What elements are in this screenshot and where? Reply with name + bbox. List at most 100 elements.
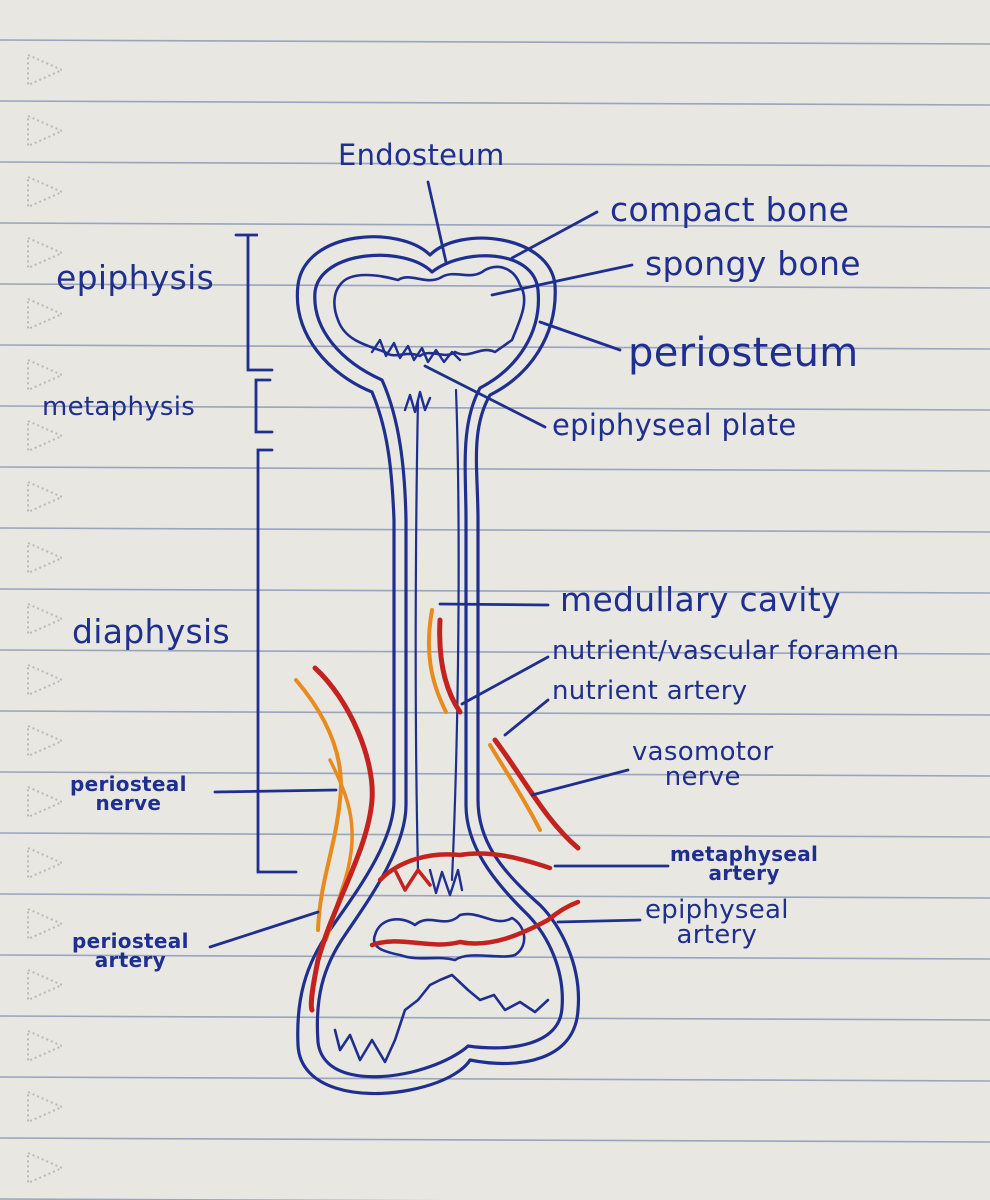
rule-line (0, 1137, 990, 1143)
epiphysis-bracket (234, 233, 274, 372)
rule-line (0, 771, 990, 777)
periosteum-label: periosteum (628, 330, 859, 376)
metaphyseal-artery-label-line2: artery (708, 861, 780, 885)
periosteal-nerve-leader (213, 788, 338, 794)
vasomotor-nerve-leader (530, 768, 630, 797)
epiphyseal-artery-label-line2: artery (676, 919, 758, 950)
periosteal-nerve-label-line1: periosteal (70, 772, 187, 796)
periosteal-nerve-label: periosteal nerve (70, 772, 187, 815)
metaphysis-bracket (254, 378, 274, 434)
medullary-cavity-label: medullary cavity (560, 580, 841, 619)
compact-bone-outline (313, 253, 564, 1079)
ruled-lines (0, 39, 990, 1200)
medullary-cavity-right (450, 388, 460, 882)
metaphyseal-artery-label-line1: metaphyseal (670, 842, 819, 866)
spongy-bone-top (333, 265, 526, 358)
nutrient-foramen-label: nutrient/vascular foramen (552, 636, 900, 666)
metaphysis-label: metaphysis (42, 392, 196, 422)
rule-line (0, 466, 990, 472)
rule-line (0, 1015, 990, 1021)
margin-triangles (27, 53, 65, 1185)
margin-triangle (27, 480, 65, 514)
margin-triangle (27, 114, 65, 148)
compact-bone-leader (510, 210, 599, 260)
rule-line (0, 527, 990, 533)
rule-line (0, 1076, 990, 1082)
vasomotor-nerve-line (488, 743, 542, 832)
epiphyseal-plate-leader (423, 364, 547, 429)
periosteal-artery-label: periosteal artery (72, 929, 189, 972)
epiphyseal-artery-label: epiphyseal artery (645, 895, 789, 950)
spongy-bone-bottom (372, 912, 526, 962)
margin-triangle (27, 602, 65, 636)
periosteum-outline (295, 235, 581, 1096)
rule-line (0, 405, 990, 411)
periosteal-artery-label-line1: periosteal (72, 929, 189, 953)
endosteum-leader (426, 180, 448, 264)
compact-bone-label: compact bone (610, 190, 850, 229)
metaphyseal-artery-branch (394, 868, 432, 892)
periosteum-leader (538, 320, 622, 352)
margin-triangle (27, 968, 65, 1002)
epiphyseal-plate-label: epiphyseal plate (552, 408, 797, 442)
periosteal-artery-leader (208, 910, 320, 949)
epiphyseal-plate-line (370, 338, 462, 364)
margin-triangle (27, 663, 65, 697)
vasomotor-artery-line (492, 737, 581, 851)
margin-triangle (27, 297, 65, 331)
rule-line (0, 649, 990, 655)
margin-triangle (27, 541, 65, 575)
margin-triangle (27, 1151, 65, 1185)
epiphysis-label: epiphysis (56, 258, 215, 297)
rule-line (0, 222, 990, 228)
rule-line (0, 344, 990, 350)
vasomotor-nerve-label-line1: vasomotor (632, 737, 774, 767)
margin-triangle (27, 785, 65, 819)
vasomotor-nerve-label-line2: nerve (664, 761, 741, 792)
rule-line (0, 100, 990, 106)
nutrient-artery-leader (503, 698, 550, 737)
margin-triangle (27, 175, 65, 209)
nutrient-nerve (426, 608, 448, 714)
rule-line (0, 588, 990, 594)
margin-triangle (27, 53, 65, 87)
epiphyseal-artery-label-line1: epiphyseal (645, 895, 789, 925)
epiphyseal-artery-line (369, 899, 581, 948)
diaphysis-label: diaphysis (72, 612, 230, 651)
spongy-bone-label: spongy bone (645, 244, 861, 283)
margin-triangle (27, 1090, 65, 1124)
margin-triangle (27, 358, 65, 392)
rule-line (0, 161, 990, 167)
margin-triangle (27, 724, 65, 758)
margin-triangle (27, 419, 65, 453)
metaphyseal-artery-label: metaphyseal artery (670, 842, 819, 885)
periosteal-artery (308, 665, 375, 1013)
periosteal-nerve-label-line2: nerve (95, 791, 162, 815)
nutrient-artery-line (437, 617, 463, 715)
rule-line (0, 39, 990, 45)
periosteal-artery-label-line2: artery (94, 948, 166, 972)
diaphysis-bracket (256, 448, 298, 874)
rule-line (0, 710, 990, 716)
metaphysis-squiggle-bottom (428, 868, 464, 897)
rule-line (0, 283, 990, 289)
nutrient-artery-label: nutrient artery (552, 676, 748, 706)
rule-line (0, 893, 990, 899)
rule-line (0, 832, 990, 838)
margin-triangle (27, 236, 65, 270)
metaphyseal-artery-line (377, 851, 553, 883)
spongy-bone-bottom-2 (333, 973, 550, 1064)
nutrient-foramen-leader (460, 655, 550, 706)
epiphyseal-artery-leader (556, 918, 642, 924)
medullary-cavity-leader (438, 602, 550, 607)
margin-triangle (27, 907, 65, 941)
periosteal-nerve-branch (294, 678, 343, 932)
endosteum-label: Endosteum (338, 138, 505, 172)
vasomotor-nerve-label: vasomotor nerve (632, 737, 774, 792)
margin-triangle (27, 1029, 65, 1063)
spongy-bone-leader (490, 263, 634, 297)
medullary-cavity-left (414, 398, 420, 872)
margin-triangle (27, 846, 65, 880)
